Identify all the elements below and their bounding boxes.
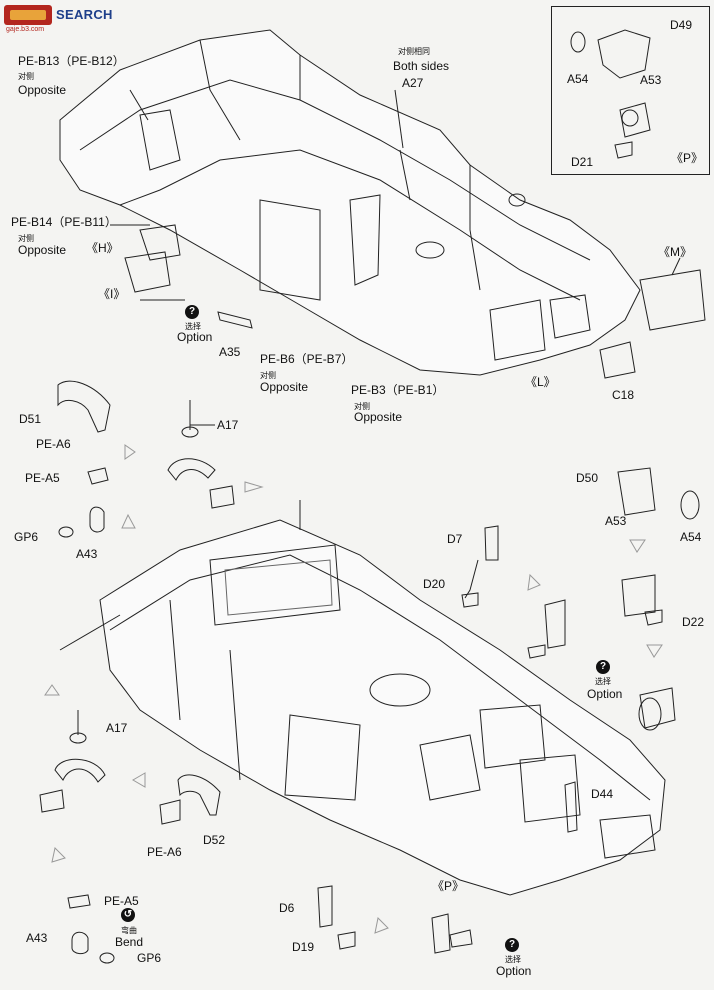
part-label-d44: D44 xyxy=(591,787,614,801)
part-label-a27: A27 xyxy=(402,76,424,90)
opposite-cn-label: 对侧 xyxy=(18,72,34,81)
option-cn-label: 选择 xyxy=(595,677,611,686)
inset-parts-drawing xyxy=(570,29,651,159)
direction-arrows xyxy=(44,444,663,934)
subassembly-label-i: 《I》 xyxy=(98,287,126,301)
part-label-pe-b13: PE-B13（PE-B12） xyxy=(18,54,125,68)
lower-parts-drawing xyxy=(39,380,700,964)
part-label-d50: D50 xyxy=(576,471,599,485)
watermark-subtext: gaje.b3.com xyxy=(6,26,45,33)
opposite-cn-label: 对侧 xyxy=(354,402,370,411)
part-label-d51: D51 xyxy=(19,412,42,426)
option-label: Option xyxy=(177,330,213,344)
part-label-d22: D22 xyxy=(682,615,705,629)
lower-hull-drawing xyxy=(59,500,666,896)
part-label-d52: D52 xyxy=(203,833,226,847)
part-label-a43: A43 xyxy=(26,931,48,945)
part-label-d21: D21 xyxy=(571,155,594,169)
part-label-a17: A17 xyxy=(217,418,239,432)
option-label: Option xyxy=(496,964,532,978)
option-cn-label: 选择 xyxy=(505,955,521,964)
part-label-d6: D6 xyxy=(279,901,295,915)
part-label-c18: C18 xyxy=(612,388,635,402)
part-label-pe-a6: PE-A6 xyxy=(147,845,182,859)
option-cn-label: 选择 xyxy=(185,322,201,331)
opposite-cn-label: 对侧 xyxy=(260,371,276,380)
opposite-cn-label: 对侧 xyxy=(18,234,34,243)
upper-parts-drawing xyxy=(110,89,706,379)
part-label-a53: A53 xyxy=(640,73,662,87)
option-marker-icon: ? xyxy=(185,305,199,319)
part-label-a17: A17 xyxy=(106,721,128,735)
part-label-gp6: GP6 xyxy=(137,951,162,965)
part-label-d20: D20 xyxy=(423,577,446,591)
part-label-d19: D19 xyxy=(292,940,315,954)
part-label-d7: D7 xyxy=(447,532,463,546)
subassembly-label-h: 《H》 xyxy=(86,241,119,255)
subassembly-label-p: 《P》 xyxy=(432,879,465,893)
option-label: Option xyxy=(587,687,623,701)
subassembly-label-p: 《P》 xyxy=(671,151,704,165)
part-label-a53: A53 xyxy=(605,514,627,528)
both-sides-cn-label: 对侧相同 xyxy=(398,47,430,56)
part-label-pe-b3: PE-B3（PE-B1） xyxy=(351,383,445,397)
opposite-label: Opposite xyxy=(18,243,67,257)
opposite-label: Opposite xyxy=(260,380,309,394)
bend-cn-label: 弯曲 xyxy=(121,926,137,935)
inset-frame xyxy=(551,6,710,175)
part-label-pe-b14: PE-B14（PE-B11） xyxy=(11,215,117,229)
part-label-gp6: GP6 xyxy=(14,530,39,544)
watermark: SEARCH gaje.b3.com xyxy=(0,2,170,36)
both-sides-label: Both sides xyxy=(393,59,450,73)
part-label-d49: D49 xyxy=(670,18,693,32)
option-marker-icon: ? xyxy=(596,660,610,674)
part-label-pe-a6: PE-A6 xyxy=(36,437,71,451)
part-label-pe-b6: PE-B6（PE-B7） xyxy=(260,352,354,366)
upper-hull-drawing xyxy=(59,29,641,376)
option-marker-icon: ? xyxy=(505,938,519,952)
part-label-pe-a5: PE-A5 xyxy=(104,894,139,908)
part-label-a54: A54 xyxy=(680,530,702,544)
opposite-label: Opposite xyxy=(18,83,67,97)
bend-marker-icon: ↺ xyxy=(121,908,135,922)
watermark-text: SEARCH xyxy=(56,7,113,22)
part-label-a54: A54 xyxy=(567,72,589,86)
subassembly-label-l: 《L》 xyxy=(525,375,556,389)
subassembly-label-m: 《M》 xyxy=(658,245,692,259)
part-label-a43: A43 xyxy=(76,547,98,561)
part-label-a35: A35 xyxy=(219,345,241,359)
opposite-label: Opposite xyxy=(354,410,403,424)
watermark-logo-icon xyxy=(4,5,52,25)
bend-label: Bend xyxy=(115,935,144,949)
part-label-pe-a5: PE-A5 xyxy=(25,471,60,485)
